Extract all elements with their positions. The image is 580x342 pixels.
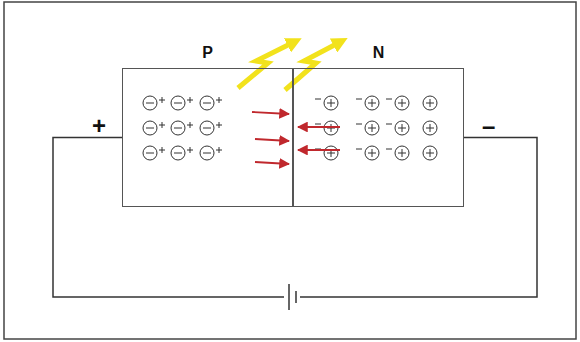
electron-charge — [386, 149, 392, 150]
electron-charge — [386, 124, 392, 125]
light-ray — [238, 41, 296, 88]
electron-charge — [356, 124, 362, 125]
region-label: P — [123, 43, 292, 63]
electron-charge — [356, 99, 362, 100]
battery-plate — [295, 291, 297, 303]
acceptor-ion — [200, 96, 214, 110]
field-arrow — [298, 149, 340, 151]
ion-charge — [174, 153, 182, 154]
electron-charge — [315, 99, 321, 100]
ion-charge — [203, 103, 211, 104]
ion-charge — [372, 124, 373, 132]
donor-ion — [395, 96, 409, 110]
hole-charge — [162, 97, 163, 103]
light-rays — [238, 41, 342, 90]
ion-charge — [331, 124, 332, 132]
field-arrow — [255, 162, 289, 164]
hole-charge — [219, 97, 220, 103]
acceptor-ion — [143, 121, 157, 135]
acceptor-ion — [171, 96, 185, 110]
electron-charge — [386, 99, 392, 100]
acceptor-ion — [143, 96, 157, 110]
donor-ion — [423, 96, 437, 110]
circuit-wire — [53, 138, 537, 298]
ion-charge — [402, 124, 403, 132]
donor-ion — [423, 146, 437, 160]
ion-charge — [174, 128, 182, 129]
hole-charge — [162, 147, 163, 153]
polarity-sign: – — [482, 113, 495, 139]
hole-charge — [219, 147, 220, 153]
ion-charge — [174, 103, 182, 104]
ion-charge — [372, 99, 373, 107]
field-arrow — [298, 126, 340, 128]
field-arrow — [255, 139, 289, 141]
acceptor-ion — [171, 146, 185, 160]
ion-charge — [430, 149, 431, 157]
donor-ion — [395, 146, 409, 160]
ion-charge — [203, 128, 211, 129]
donor-ion — [365, 121, 379, 135]
hole-charge — [190, 97, 191, 103]
ion-charge — [430, 124, 431, 132]
hole-charge — [162, 122, 163, 128]
electron-charge — [356, 149, 362, 150]
acceptor-ion — [200, 146, 214, 160]
donor-ion — [324, 121, 338, 135]
terminal-holder: – — [482, 113, 495, 139]
acceptor-ion — [200, 121, 214, 135]
ion-charge — [402, 149, 403, 157]
region-label: N — [294, 43, 463, 63]
ion-charge — [331, 99, 332, 107]
ion-charge — [146, 103, 154, 104]
ion-charge — [430, 99, 431, 107]
donor-ion — [365, 146, 379, 160]
polarity-sign: + — [92, 113, 106, 139]
ion-charge — [146, 153, 154, 154]
electron-charge — [315, 124, 321, 125]
ions — [143, 96, 437, 160]
terminal-holder: + — [92, 113, 106, 139]
battery-gap — [284, 286, 300, 308]
donor-ion — [324, 96, 338, 110]
field-arrow — [252, 112, 289, 114]
field-arrows — [252, 112, 340, 164]
acceptor-ion — [143, 146, 157, 160]
donor-ion — [324, 146, 338, 160]
hole-charge — [190, 122, 191, 128]
donor-ion — [395, 121, 409, 135]
ion-charge — [402, 99, 403, 107]
ion-charge — [203, 153, 211, 154]
acceptor-ion — [171, 121, 185, 135]
ion-charge — [146, 128, 154, 129]
donor-ion — [365, 96, 379, 110]
battery-plate — [288, 284, 290, 310]
p-region: P — [122, 68, 293, 207]
hole-charge — [190, 147, 191, 153]
hole-charge — [219, 122, 220, 128]
ion-charge — [372, 149, 373, 157]
donor-ion — [423, 121, 437, 135]
n-region: N — [293, 68, 464, 207]
frame — [4, 2, 576, 339]
